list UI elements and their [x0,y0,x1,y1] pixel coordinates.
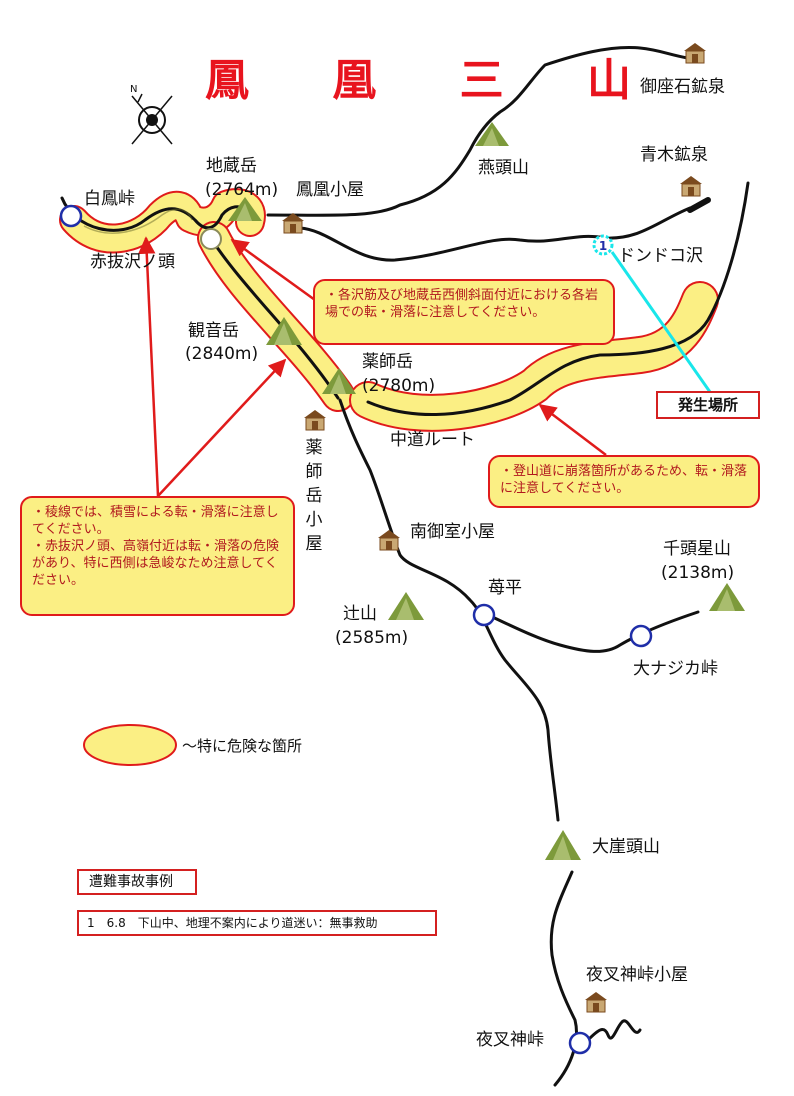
note-slopes: ・各沢筋及び地蔵岳西側斜面付近における各岩場での転・滑落に注意してください。 [313,279,615,345]
hut-icon [684,43,706,64]
trail-hoo-to-aoki [298,206,692,262]
trail-ogake-to-yashajin [549,870,578,1087]
huts [282,43,706,1013]
label-ichigo-daira: 苺平 [488,578,522,598]
note-nakamichi: ・登山道に崩落箇所があるため、転・滑落に注意してください。 [488,455,760,508]
legend-label: ～特に危険な箇所 [182,737,303,755]
mountain-peak-icon [545,830,581,860]
trail-ichigo-to-najika [486,610,700,653]
case-entry-1: 1 6.8 下山中、地理不案内により道迷い：無事救助 [77,910,437,936]
accident-arrow [610,251,712,393]
label-jizo-dake: 地蔵岳 [206,156,257,176]
circle-marker-icon [568,1031,592,1055]
label-kannon-dake: 観音岳 [188,321,239,341]
trails [60,45,750,1087]
svg-text:N: N [130,84,137,95]
note-ridge: ・稜線では、積雪による転・滑落に注意してください。 ・赤抜沢ノ頭、高嶺付近は転・… [20,496,295,616]
label-aoki-kosen: 青木鉱泉 [640,145,708,165]
note-slopes-text: ・各沢筋及び地蔵岳西側斜面付近における各岩場での転・滑落に注意してください。 [325,288,599,320]
occurrence-label: 発生場所 [656,391,760,419]
label-hakuho-toge: 白鳳峠 [84,189,135,209]
label-o-najika-toge: 大ナジカ峠 [633,659,718,679]
label-ogake-atama-yama: 大崖頭山 [592,837,660,857]
accident-marker-number: 1 [599,239,607,253]
map-title: 鳳 凰 三 山 [205,55,665,106]
mountain-peak-icon [322,368,356,394]
hut-icon [304,410,326,431]
legend-swatch [83,724,177,766]
circle-marker-icon [472,603,496,627]
hut-icon [378,530,400,551]
note-ridge-text-1: ・稜線では、積雪による転・滑落に注意してください。 [32,505,279,537]
label-sento-boshi-yama-elev: (2138m) [661,563,735,583]
label-akanuki-sawa-no-kashira: 赤抜沢ノ頭 [90,252,175,272]
label-nakamichi-route: 中道ルート [390,430,475,450]
trail-jizo-to-yakushi [210,238,340,400]
hut-icon [282,213,304,234]
mountain-peak-icon [388,592,424,620]
circle-marker-icon [629,624,653,648]
label-minami-omuro-koya: 南御室小屋 [410,522,495,542]
label-sento-boshi-yama: 千頭星山 [663,539,731,559]
trail-hakuho-to-jizo [60,196,250,232]
pass-markers [59,204,653,1055]
label-yasha-jin-toge: 夜叉神峠 [476,1030,544,1050]
label-yakushi-dake: 薬師岳 [362,352,413,372]
accident-marker: 1 [592,234,614,256]
trail-aoki-end [687,197,711,213]
case-header: 遭難事故事例 [77,869,197,895]
note-ridge-text-2: ・赤抜沢ノ頭、高嶺付近は転・滑落の危険があり、特に西側は急峻なため注意してくださ… [32,539,280,588]
mountain-peak-icon [228,197,262,221]
trail-hoo-to-gozaishi [266,45,690,217]
circle-marker-icon [200,228,222,250]
hut-icon [680,176,702,197]
circle-marker-icon [59,204,83,228]
label-gozaishi-kosen: 御座石鉱泉 [640,77,725,97]
compass-icon: N [130,84,173,145]
trail-yashajin-wiggle [586,1019,642,1042]
mountain-peak-icon [709,583,745,611]
trail-yakushi-to-yashajin [338,398,560,822]
mountain-peak-icon [475,122,509,146]
hut-icon [585,992,607,1013]
label-yakushi-dake-elev: (2780m) [362,376,436,396]
warning-arrows [137,236,607,497]
label-jizo-dake-elev: (2764m) [205,180,279,200]
label-yasha-jin-toge-koya: 夜叉神峠小屋 [586,965,688,985]
mountain-peak-icon [266,317,302,345]
label-kannon-dake-elev: (2840m) [185,344,259,364]
peaks [228,122,745,860]
label-dondoko-sawa: ドンドコ沢 [618,246,703,266]
label-tsubakuro-yama: 燕頭山 [478,158,529,178]
trail-dondoko-to-nakamichi [366,181,750,417]
label-tsuji-yama: 辻山 [343,604,377,624]
label-hoo-koya: 鳳凰小屋 [296,180,364,200]
label-tsuji-yama-elev: (2585m) [335,628,409,648]
note-nakamichi-text: ・登山道に崩落箇所があるため、転・滑落に注意してください。 [500,464,748,496]
label-yakushi-dake-koya: 薬師岳小屋 [305,438,323,554]
